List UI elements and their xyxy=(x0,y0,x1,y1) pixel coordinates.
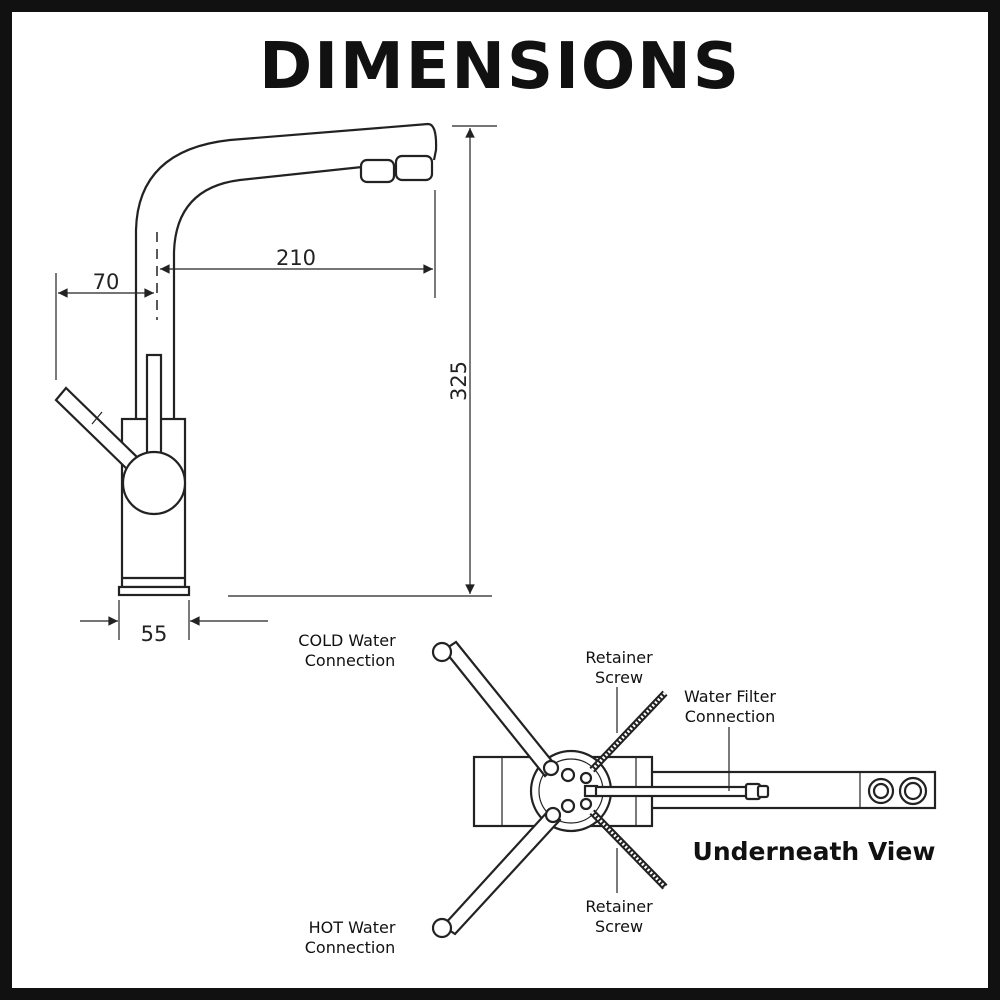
retainer-top-label-line2: Screw xyxy=(595,668,643,687)
underneath-view-heading: Underneath View xyxy=(693,837,936,866)
underneath-view: COLD Water Connection Retainer Screw Wat… xyxy=(298,631,937,957)
cold-label-line2: Connection xyxy=(305,651,396,670)
hot-label-line1: HOT Water xyxy=(309,918,396,937)
tap-base xyxy=(117,585,191,597)
dim-label-70: 70 xyxy=(93,270,120,294)
hot-label-line2: Connection xyxy=(305,938,396,957)
cold-hose xyxy=(431,640,560,778)
filter-connector xyxy=(756,784,770,799)
retainer-screw-top xyxy=(590,691,667,772)
aerator-right xyxy=(394,154,434,182)
cold-connector xyxy=(431,641,453,663)
retainer-bottom-label-line1: Retainer xyxy=(585,897,653,916)
retainer-screw-bottom xyxy=(590,810,667,889)
retainer-bottom-label-line2: Screw xyxy=(595,917,643,936)
filter-hose xyxy=(594,782,770,801)
outlet-left xyxy=(867,777,895,805)
aerator-left xyxy=(359,158,396,184)
filter-label-line1: Water Filter xyxy=(684,687,776,706)
spout-inner-outline xyxy=(172,165,363,420)
hot-hose xyxy=(431,806,562,939)
dimension-lines: 210 70 325 55 xyxy=(55,125,497,646)
page-title: DIMENSIONS xyxy=(259,30,741,104)
filter-label-line2: Connection xyxy=(685,707,776,726)
cold-label-line1: COLD Water xyxy=(298,631,396,650)
lever-hub xyxy=(121,450,187,516)
retainer-top-label-line1: Retainer xyxy=(585,648,653,667)
hot-connector xyxy=(431,917,453,939)
dim-label-55: 55 xyxy=(141,622,168,646)
dim-label-325: 325 xyxy=(447,361,471,401)
spout-outline xyxy=(134,122,438,420)
dim-label-210: 210 xyxy=(276,246,316,270)
outlet-right xyxy=(898,776,928,806)
tap-side-view xyxy=(54,122,438,597)
